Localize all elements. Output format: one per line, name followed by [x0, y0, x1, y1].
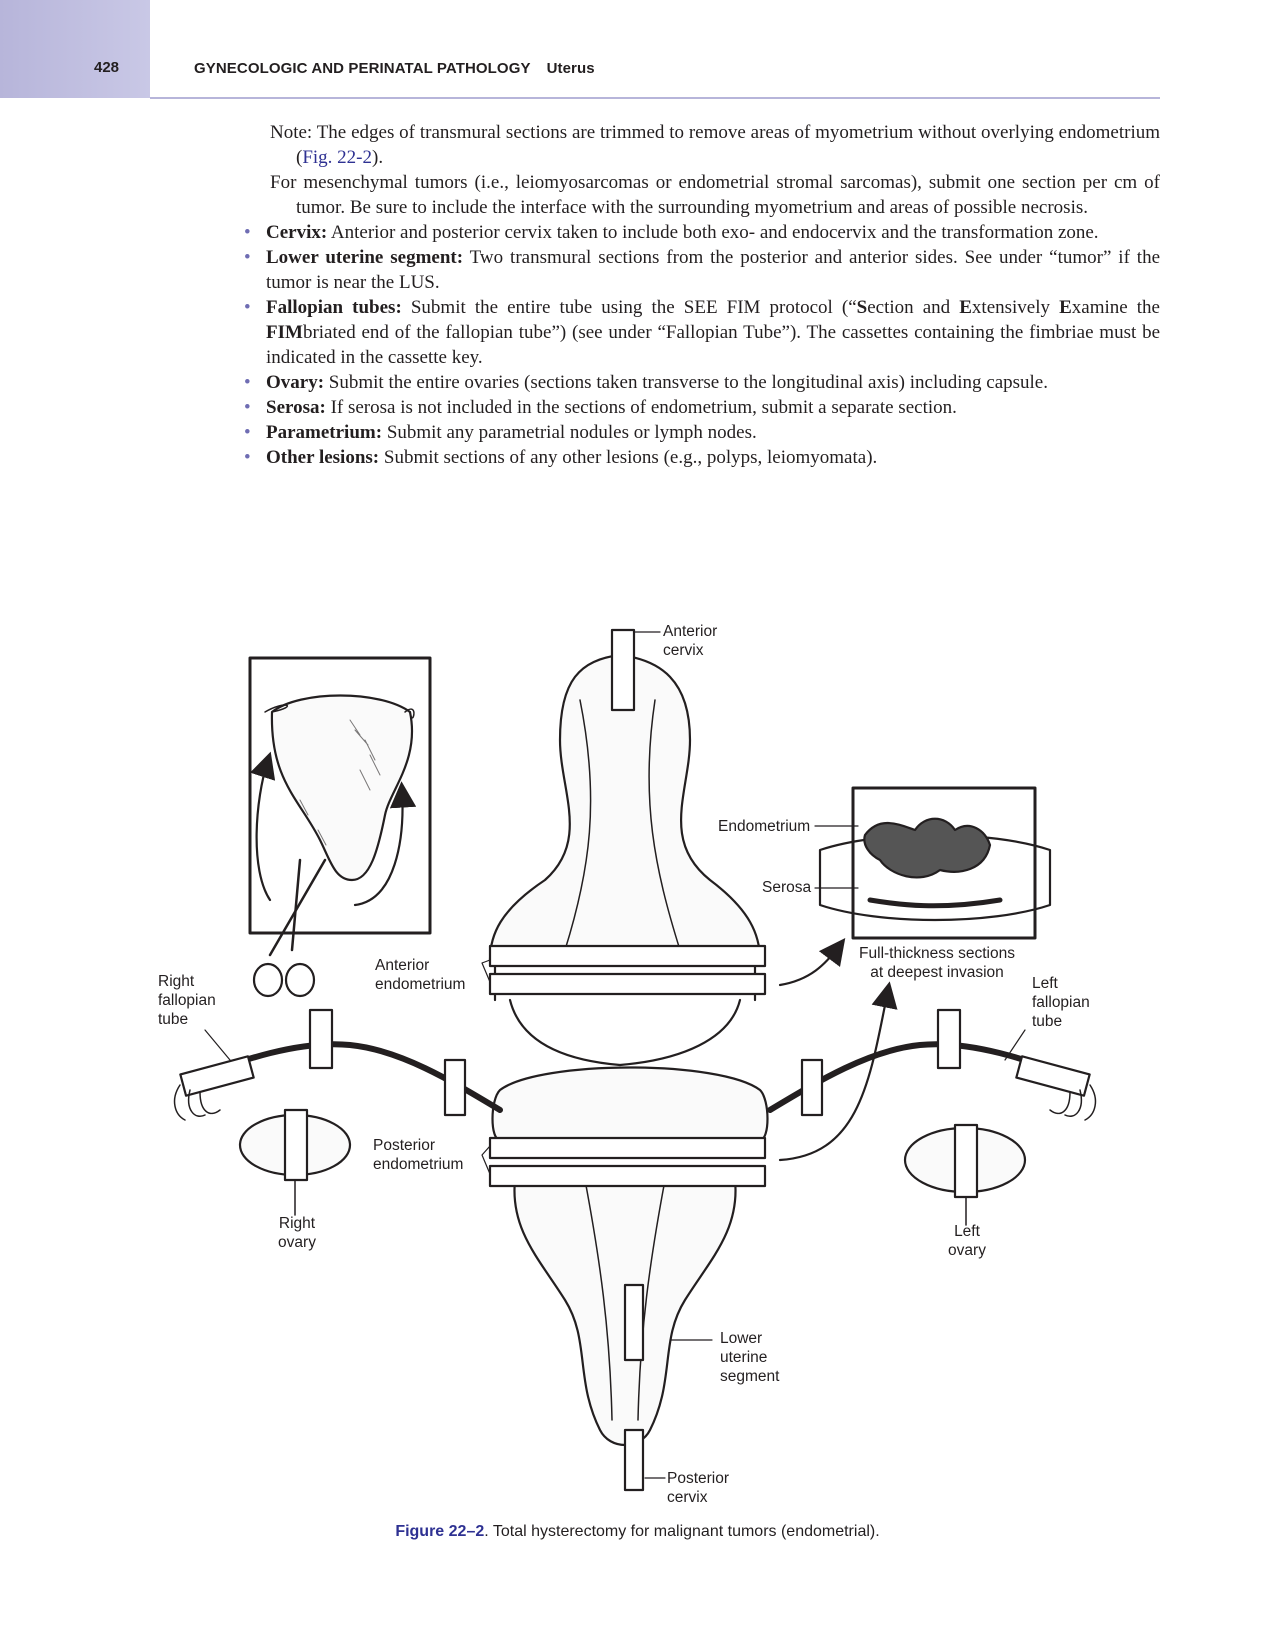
- list-item: • Fallopian tubes: Submit the entire tube…: [240, 295, 1160, 370]
- list-text: xamine the: [1071, 297, 1160, 318]
- figure-caption-text: . Total hysterectomy for malignant tumor…: [484, 1523, 880, 1540]
- list-text: Submit the entire ovaries (sections take…: [324, 372, 1048, 393]
- figure-link[interactable]: Fig. 22-2: [302, 147, 373, 168]
- figure-caption-label: Figure 22–2: [395, 1523, 485, 1540]
- list-text: xtensively: [971, 297, 1060, 318]
- bullet-icon: •: [244, 397, 251, 418]
- bullet-icon: •: [244, 372, 251, 393]
- list-term: Parametrium:: [266, 422, 383, 443]
- mesenchymal-note: For mesenchymal tumors (i.e., leiomyosar…: [270, 172, 1160, 218]
- anterior-slab-1: [488, 944, 767, 968]
- posterior-slab-1: [488, 1136, 767, 1160]
- label-serosa: Serosa: [762, 879, 811, 896]
- label-endometrium: Endometrium: [718, 818, 810, 835]
- right-ovary: [238, 1108, 352, 1216]
- list-item: • Cervix: Anterior and posterior cervix t…: [240, 220, 1160, 245]
- list-text: If serosa is not included in the section…: [325, 397, 957, 418]
- anterior-slab-2: [488, 972, 767, 996]
- list-item: • Other lesions: Submit sections of any o…: [240, 445, 1160, 470]
- list-text-bold: FIM: [266, 322, 303, 343]
- arrow-posterior: [778, 981, 898, 1162]
- list-text: briated end of the fallopian tube”) (see…: [266, 322, 1160, 368]
- bullet-icon: •: [244, 447, 251, 468]
- page-tab: [0, 0, 150, 98]
- bullet-icon: •: [244, 247, 251, 268]
- figure-caption: Figure 22–2. Total hysterectomy for mali…: [0, 1523, 1275, 1541]
- list-term: Cervix:: [266, 222, 328, 243]
- inset-opening-panel: [248, 656, 432, 935]
- posterior-cervix-section: [623, 1428, 645, 1492]
- list-item: • Serosa: If serosa is not included in th…: [240, 395, 1160, 420]
- page-number: 428: [94, 59, 120, 76]
- left-ovary: [903, 1123, 1027, 1226]
- section-list: • Cervix: Anterior and posterior cervix t…: [240, 220, 1160, 470]
- list-text: Two transmural sections from the posteri…: [266, 247, 1161, 293]
- list-term: Lower uterine segment:: [266, 247, 464, 268]
- list-term: Serosa:: [266, 397, 326, 418]
- right-fallopian-tube: [173, 1008, 503, 1121]
- list-item: • Lower uterine segment: Two transmural s…: [240, 245, 1160, 295]
- list-text: Submit any parametrial nodules or lymph …: [382, 422, 757, 443]
- list-text-bold: E: [1059, 297, 1072, 318]
- uterus-posterior-half: [491, 1066, 769, 1446]
- running-head: GYNECOLOGIC AND PERINATAL PATHOLOGY Uteru…: [194, 60, 595, 77]
- arrow-anterior: [778, 937, 846, 987]
- running-head-title: GYNECOLOGIC AND PERINATAL PATHOLOGY: [194, 60, 531, 77]
- bullet-icon: •: [244, 297, 251, 318]
- list-text-bold: E: [959, 297, 972, 318]
- note-paragraph: Note: The edges of transmural sections a…: [240, 120, 1160, 170]
- note-text-end: ).: [372, 147, 384, 168]
- header-rule: [150, 97, 1160, 99]
- list-term: Fallopian tubes:: [266, 297, 402, 318]
- posterior-slab-2: [488, 1164, 767, 1188]
- list-text: Submit sections of any other lesions (e.…: [379, 447, 878, 468]
- left-fallopian-tube: [767, 1008, 1097, 1121]
- bullet-icon: •: [244, 222, 251, 243]
- full-thickness-inset: [818, 786, 1052, 940]
- body-text: Note: The edges of transmural sections a…: [240, 120, 1160, 470]
- list-term: Ovary:: [266, 372, 325, 393]
- list-term: Other lesions:: [266, 447, 380, 468]
- anterior-cervix-section: [610, 628, 636, 712]
- list-text: ection and: [867, 297, 960, 318]
- bullet-icon: •: [244, 422, 251, 443]
- lower-uterine-segment-section: [623, 1283, 645, 1362]
- uterus-anterior-half: [488, 653, 762, 1067]
- list-item: • Parametrium: Submit any parametrial nod…: [240, 420, 1160, 445]
- list-text: Submit the entire tube using the SEE FIM…: [401, 297, 857, 318]
- scissors-icon: [252, 858, 327, 998]
- note-text: Note: The edges of transmural sections a…: [270, 122, 1160, 168]
- list-text-bold: S: [856, 297, 868, 318]
- running-head-section: Uterus: [546, 60, 595, 77]
- list-text: Anterior and posterior cervix taken to i…: [327, 222, 1099, 243]
- list-item: • Ovary: Submit the entire ovaries (secti…: [240, 370, 1160, 395]
